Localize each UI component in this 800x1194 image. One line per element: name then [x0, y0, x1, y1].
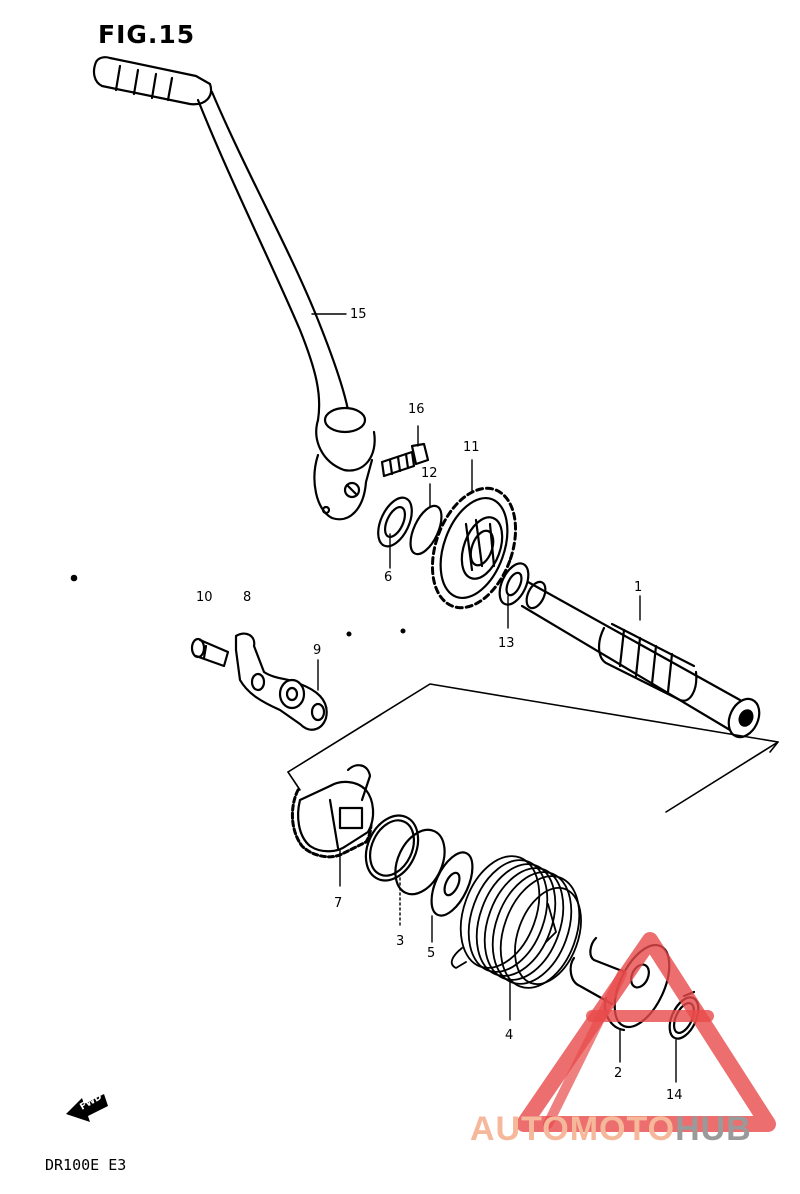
circlip-3	[364, 814, 420, 882]
washer-5	[394, 828, 474, 917]
oil-seal-6	[377, 496, 413, 548]
callout-11: 11	[463, 440, 480, 455]
assembly-bracket-outline	[287, 683, 779, 813]
watermark-text-left: AUTOMOTO	[470, 1110, 676, 1148]
callout-5: 5	[427, 946, 436, 961]
callout-12: 12	[421, 466, 438, 481]
callout-8: 8	[243, 590, 252, 605]
callout-4: 4	[505, 1028, 514, 1043]
watermark-text-right: HUB	[675, 1110, 752, 1148]
stray-dot	[346, 631, 352, 637]
callout-2: 2	[614, 1066, 623, 1081]
callout-15: 15	[350, 307, 367, 322]
return-spring-4	[450, 855, 582, 989]
bolt-16	[380, 442, 430, 478]
figure-title: FIG.15	[98, 20, 196, 49]
automotohub-watermark-logo	[516, 932, 776, 1132]
svg-text:FWD: FWD	[79, 1092, 104, 1112]
washer-13	[498, 562, 530, 606]
spacer-9	[278, 678, 326, 722]
guide-plate-8	[234, 632, 328, 731]
bolt-10	[190, 637, 230, 668]
stray-dot	[70, 574, 78, 582]
kick-idle-gear-11	[430, 486, 518, 610]
forward-arrow-icon	[66, 1094, 108, 1122]
stray-dot	[400, 628, 406, 634]
kick-drive-gear-7	[291, 764, 375, 859]
washer-12	[409, 504, 443, 556]
kick-starter-shaft-1	[520, 580, 761, 739]
callout-9: 9	[313, 643, 322, 658]
callout-1: 1	[634, 580, 643, 595]
callout-16: 16	[408, 402, 425, 417]
callout-3: 3	[396, 934, 405, 949]
fwd-label: FWD	[79, 1092, 104, 1112]
watermark-text: AUTOMOTOHUB	[470, 1110, 752, 1149]
callout-6: 6	[384, 570, 393, 585]
model-label: DR100E E3	[45, 1156, 127, 1174]
callout-10: 10	[196, 590, 213, 605]
callout-13: 13	[498, 636, 515, 651]
kick-starter-lever	[92, 56, 376, 521]
callout-14: 14	[666, 1088, 683, 1103]
leader-lines	[311, 313, 677, 1083]
callout-7: 7	[334, 896, 343, 911]
